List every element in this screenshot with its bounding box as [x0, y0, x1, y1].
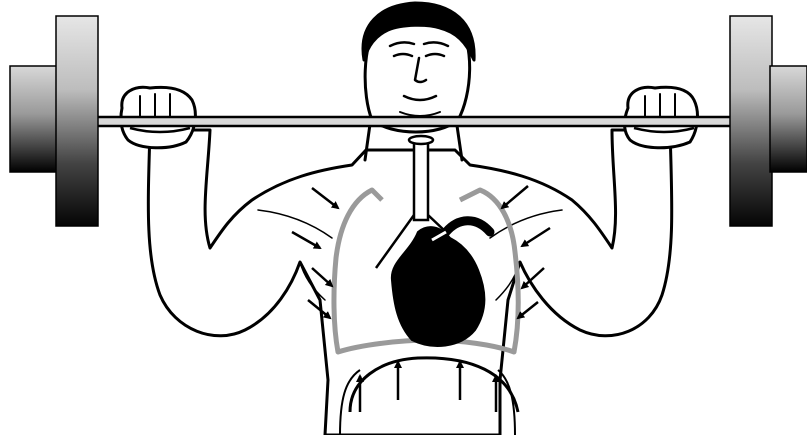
left-outer-plate [10, 66, 58, 172]
right-inner-plate [730, 16, 772, 226]
person [121, 3, 698, 435]
arrow-icon [518, 302, 538, 318]
bar-shaft [96, 117, 738, 126]
left-inner-plate [56, 16, 98, 226]
right-outer-plate [770, 66, 807, 172]
